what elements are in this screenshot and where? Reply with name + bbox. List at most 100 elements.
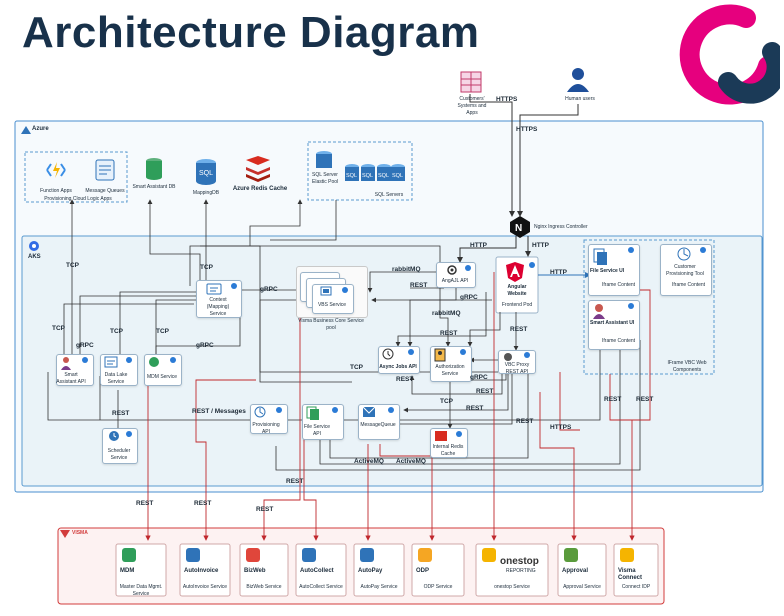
visma-service-name: AutoCollect: [300, 568, 334, 574]
redis-cache-icon: [246, 156, 270, 182]
sql-servers-group: [307, 141, 413, 201]
angular-icon: [506, 262, 524, 282]
vbcs-badge: [342, 287, 348, 293]
message-queue-label: MessageQueue: [360, 422, 396, 428]
authorization-badge: [460, 349, 466, 355]
file-service-api-icon: [306, 406, 319, 420]
angular-website-label: Angular Website: [507, 284, 527, 297]
mdm-service-icon: [149, 357, 159, 367]
edge-tcp-2: TCP: [200, 264, 213, 271]
edge-rest-ext-2: REST: [194, 500, 212, 507]
visma-service-name: Approval: [562, 568, 589, 574]
visma-service-name: Visma Connect: [618, 568, 642, 581]
mapping-db-icon: SQL: [196, 159, 216, 185]
visma-service-desc: ODP Service: [423, 584, 453, 590]
edge-grpc-3: gRPC: [76, 342, 94, 349]
visma-autopay-icon: [360, 548, 374, 562]
smart-assistant-api-badge: [82, 357, 88, 363]
visma-mdm-icon: [122, 548, 136, 562]
visma-service-desc: AutoCollect Service: [299, 584, 343, 590]
internal-redis-badge: [456, 431, 462, 437]
onestop-logo-sub: REPORTING: [506, 568, 536, 574]
message-queues-icon: [95, 159, 115, 181]
authorization-label: Authorization Service: [435, 364, 465, 377]
scheduler-icon: [109, 431, 119, 441]
smart-assistant-ui-icon: [593, 304, 605, 319]
customers-label: Customers' Systems and Apps: [457, 96, 487, 116]
iframe-group: [583, 239, 715, 375]
https-label-1: HTTPS: [496, 96, 518, 103]
file-service-api-badge: [332, 407, 338, 413]
provisioning-tool-badge: [700, 247, 706, 253]
smart-assistant-api-icon: [61, 357, 71, 370]
visma-service-desc: BizWeb Service: [246, 584, 282, 590]
visma-service-desc: AutoPay Service: [360, 584, 398, 590]
edge-tcp-1: TCP: [66, 262, 79, 269]
edge-tcp-5: TCP: [156, 328, 169, 335]
sql-servers-icon: SQL SQL SQL SQL: [316, 151, 405, 181]
context-mapping-label: Context (Mapping) Service: [206, 297, 230, 317]
message-queues-label: Message Queues: [85, 188, 125, 194]
async-jobs-badge: [408, 349, 414, 355]
provisioning-api-label: Provisioning API: [252, 422, 280, 435]
vbc-proxy-icon: [504, 353, 512, 361]
svg-text:SQL: SQL: [378, 173, 389, 179]
https-label-2: HTTPS: [516, 126, 538, 133]
visma-service-name: ODP: [416, 568, 430, 574]
sql-pool-label: SQL Server Elastic Pool: [312, 172, 339, 185]
visma-service-desc: AutoInvoice Service: [182, 584, 228, 590]
visma-visma-connect-icon: [620, 548, 634, 562]
edge-grpc-5: gRPC: [470, 374, 488, 381]
edge-grpc-2: gRPC: [260, 286, 278, 293]
edge-rest-1: REST: [410, 282, 428, 289]
customers-systems-icon: [460, 71, 482, 93]
frontend-pod-group: [495, 256, 539, 314]
visma-service-name: MDM: [120, 568, 135, 574]
data-lake-icon: [104, 356, 118, 368]
edge-rest-10: REST: [396, 376, 414, 383]
iframe-content-1: Iframe Content: [602, 282, 636, 288]
file-service-api-label: File Service API: [303, 424, 331, 437]
edge-grpc-1: gRPC: [460, 294, 478, 301]
redis-cache-label: Azure Redis Cache: [232, 186, 288, 192]
edge-rest-messages: REST / Messages: [192, 408, 246, 415]
angular-api-badge: [465, 265, 471, 271]
edge-rest-ext-3: REST: [286, 478, 304, 485]
vbcs-icon: [320, 286, 332, 296]
edge-rabbitmq-1: rabbitMQ: [392, 266, 421, 273]
svg-text:N: N: [515, 223, 522, 234]
message-queue-badge: [388, 407, 394, 413]
file-service-ui-label: File Service UI: [590, 268, 625, 274]
human-users-icon: [567, 68, 589, 92]
frontend-pod-label: Frontend Pod: [501, 302, 533, 308]
edge-activemq-1: ActiveMQ: [354, 458, 384, 465]
edge-activemq-2: ActiveMQ: [396, 458, 426, 465]
file-service-ui-badge: [628, 247, 634, 253]
visma-service-desc: Approval Service: [563, 584, 601, 590]
iframe-content-3: Iframe Content: [672, 282, 706, 288]
aks-label: AKS: [28, 254, 41, 260]
provisioning-api-icon: [254, 406, 266, 418]
provisioning-cloud-label: Provisioning Cloud Logic Apps: [44, 196, 112, 202]
edge-rest-5: REST: [466, 405, 484, 412]
angular-api-label: AngAJL API: [441, 278, 469, 284]
edge-rest-3: REST: [510, 326, 528, 333]
vbc-proxy-label: VBC Proxy REST API: [504, 362, 530, 375]
nginx-icon: N: [510, 216, 530, 238]
function-apps-icon: [46, 162, 66, 178]
context-mapping-icon: [206, 283, 222, 295]
angular-api-icon: [447, 265, 457, 275]
edge-grpc-4: gRPC: [196, 342, 214, 349]
visma-service-name: AutoInvoice: [184, 568, 219, 574]
scheduler-label: Scheduler Service: [107, 448, 131, 461]
svg-text:SQL: SQL: [362, 173, 373, 179]
human-users-label: Human users: [565, 96, 595, 102]
azure-label: Azure: [32, 126, 49, 132]
edge-tcp-7: TCP: [440, 398, 453, 405]
smart-assistant-db-icon: [146, 158, 162, 180]
vbcs-service: [312, 284, 354, 314]
function-apps-label: Function Apps: [40, 188, 72, 194]
svg-text:SQL: SQL: [199, 170, 213, 177]
mapping-db-label: MappingDB: [192, 190, 220, 196]
